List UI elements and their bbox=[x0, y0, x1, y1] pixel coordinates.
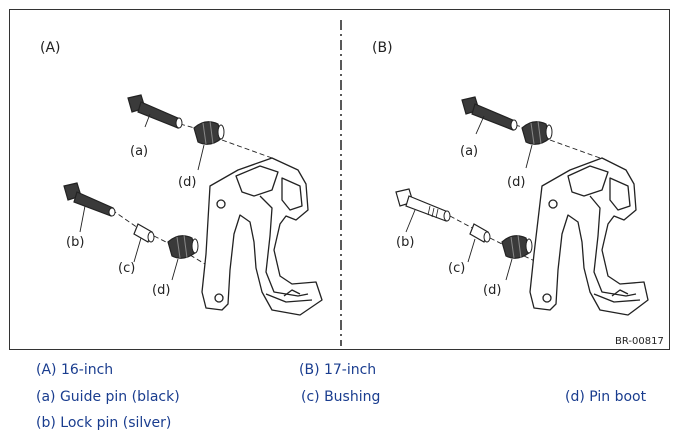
lock-pin-a bbox=[63, 182, 116, 233]
legend-item-b: (b) Lock pin (silver) bbox=[36, 415, 172, 431]
callout-d-lower-panel-b: (d) bbox=[483, 283, 501, 298]
bushing-a bbox=[133, 223, 155, 263]
callout-b-panel-b: (b) bbox=[396, 235, 414, 250]
panel-a-label: (A) bbox=[40, 40, 61, 56]
callout-a-panel-b: (a) bbox=[460, 144, 478, 159]
callout-d-lower-panel-a: (d) bbox=[152, 283, 170, 298]
exploded-diagram: (A) (B) (a) bbox=[40, 20, 664, 347]
caliper-bracket-a bbox=[201, 157, 323, 316]
callout-a-panel-a: (a) bbox=[130, 144, 148, 159]
panel-a: (a) (d) (b) bbox=[63, 94, 323, 316]
callout-c-panel-a: (c) bbox=[118, 261, 135, 276]
pin-boot-upper-a bbox=[193, 120, 225, 171]
callout-c-panel-b: (c) bbox=[448, 261, 465, 276]
callout-d-upper-panel-b: (d) bbox=[507, 175, 525, 190]
figure-frame: (A) (B) (a) bbox=[9, 9, 670, 350]
pin-boot-lower-b bbox=[501, 234, 533, 281]
pin-boot-upper-b bbox=[521, 120, 553, 169]
panel-b-label: (B) bbox=[372, 40, 393, 56]
callout-d-upper-panel-a: (d) bbox=[178, 175, 196, 190]
lock-pin-b bbox=[395, 188, 451, 233]
caliper-bracket-b bbox=[529, 157, 649, 316]
legend-item-A: (A) 16-inch bbox=[36, 362, 114, 378]
legend-item-c: (c) Bushing bbox=[301, 389, 381, 405]
legend-item-d: (d) Pin boot bbox=[565, 389, 647, 405]
legend-item-B: (B) 17-inch bbox=[299, 362, 377, 378]
guide-pin-a bbox=[127, 94, 183, 129]
callout-b-panel-a: (b) bbox=[66, 235, 84, 250]
panel-b: (a) (d) (b) bbox=[395, 96, 649, 316]
bushing-b bbox=[467, 223, 491, 263]
figure-code: BR-00817 bbox=[615, 336, 664, 347]
guide-pin-b bbox=[461, 96, 518, 135]
legend-item-a: (a) Guide pin (black) bbox=[36, 389, 180, 405]
pin-boot-lower-a bbox=[167, 234, 199, 281]
